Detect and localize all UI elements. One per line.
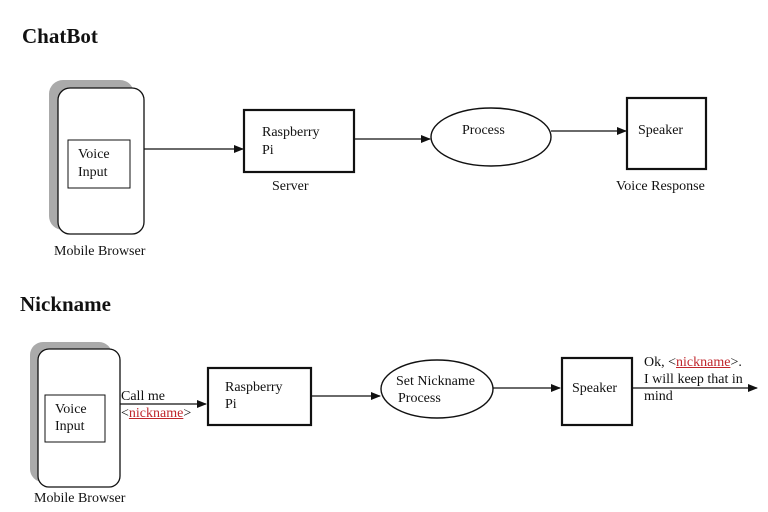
chatbot-speaker-box — [625, 96, 708, 171]
reply-nickname-highlight-word: nickname — [676, 355, 731, 370]
chatbot-process-label: Process — [462, 123, 505, 138]
nick-close-bracket: > — [183, 406, 192, 421]
nickname-voice-input-label-line2: Input — [55, 419, 85, 434]
chatbot-raspberry-pi-box — [242, 108, 356, 174]
chatbot-voice-response-label: Voice Response — [616, 179, 705, 194]
chatbot-mobile-browser-label: Mobile Browser — [54, 244, 146, 259]
reply-line1: Ok, <nickname>. — [644, 354, 742, 371]
nickname-mobile-browser-label: Mobile Browser — [34, 491, 126, 506]
nickname-highlight-word: nickname — [128, 406, 184, 421]
nickname-voice-input-label-line1: Voice — [55, 402, 87, 417]
reply-suffix: >. — [730, 355, 742, 370]
nickname-raspberry-pi-box — [206, 366, 313, 427]
chatbot-voice-input-label-line1: Voice — [78, 147, 110, 162]
chatbot-raspberry-pi-label-line1: Raspberry — [262, 125, 320, 140]
nickname-section-title: Nickname — [20, 292, 111, 316]
nickname-raspberry-pi-label-line2: Pi — [225, 397, 237, 412]
reply-line2: I will keep that in — [644, 372, 743, 387]
call-me-nickname-placeholder: <nickname> — [121, 405, 191, 422]
call-me-label: Call me — [121, 389, 165, 404]
nick-open-bracket: < — [121, 406, 129, 421]
chatbot-voice-input-label-line2: Input — [78, 165, 108, 180]
chatbot-process-ellipse — [430, 107, 552, 167]
nickname-raspberry-pi-label-line1: Raspberry — [225, 380, 283, 395]
chatbot-raspberry-pi-label-line2: Pi — [262, 143, 274, 158]
chatbot-section-title: ChatBot — [22, 24, 98, 48]
nickname-voice-input-box — [44, 394, 106, 443]
set-nickname-process-label-line1: Set Nickname — [396, 374, 475, 389]
chatbot-speaker-label: Speaker — [638, 123, 684, 138]
reply-prefix: Ok, < — [644, 355, 677, 370]
nickname-speaker-label: Speaker — [572, 381, 618, 396]
nickname-process-ellipse — [380, 359, 494, 419]
chatbot-voice-input-box — [67, 139, 131, 189]
reply-line3: mind — [644, 389, 673, 404]
set-nickname-process-label-line2: Process — [398, 391, 441, 406]
nickname-speaker-box — [560, 356, 634, 427]
chatbot-server-label: Server — [272, 179, 309, 194]
